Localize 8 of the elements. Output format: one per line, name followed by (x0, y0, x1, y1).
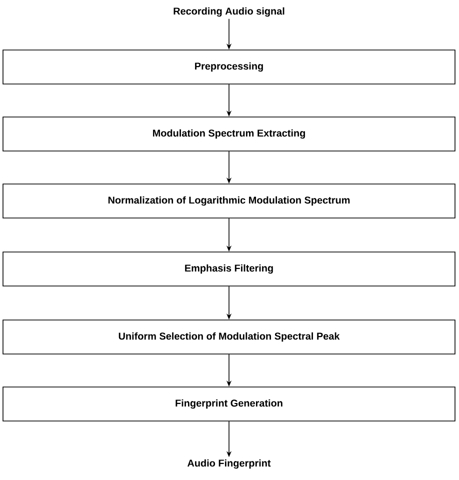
process-box: Normalization of Logarithmic Modulation Spectrum (2, 184, 456, 218)
process-box: Fingerprint Generation (2, 386, 456, 422)
process-box: Emphasis Filtering (2, 252, 456, 286)
terminal-text: Audio Fingerprint (187, 459, 271, 469)
process-box: Preprocessing (2, 50, 456, 84)
terminal-text: Recording Audio signal (174, 7, 284, 17)
process-box: Uniform Selection of Modulation Spectral Peak (2, 320, 456, 354)
process-box: Modulation Spectrum Extracting (2, 116, 456, 152)
